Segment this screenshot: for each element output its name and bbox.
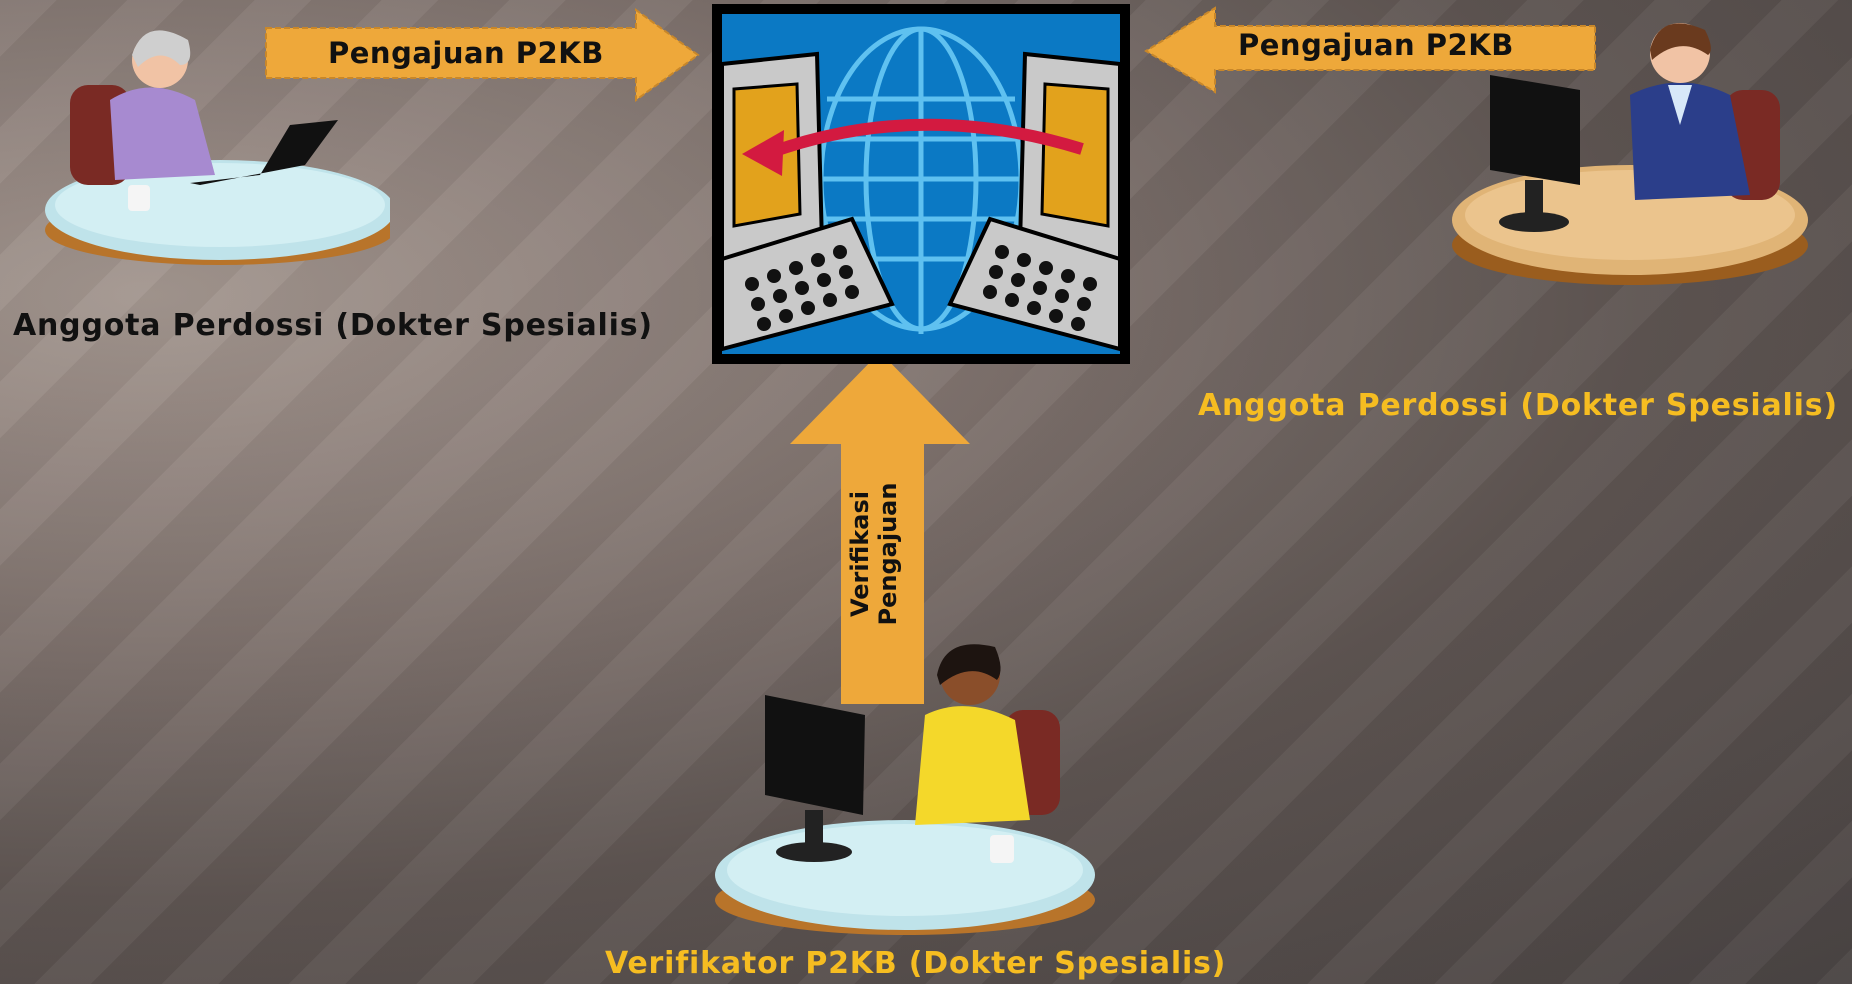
arrow-right-to-server	[1144, 6, 1596, 94]
arrow-left-to-server	[265, 8, 700, 102]
woman-at-computer-icon	[715, 644, 1095, 935]
arrow-verifier-to-server	[790, 352, 970, 704]
woman-at-laptop-icon	[45, 30, 390, 265]
arrow-up-label: Verifikasi Pengajuan	[846, 482, 902, 626]
arrow-right-label: Pengajuan P2KB	[1238, 28, 1514, 62]
right-actor-caption: Anggota Perdossi (Dokter Spesialis)	[1198, 388, 1838, 423]
network-computers-globe-icon	[712, 4, 1130, 364]
left-actor-caption: Anggota Perdossi (Dokter Spesialis)	[13, 308, 653, 343]
arrow-left-label: Pengajuan P2KB	[328, 36, 604, 70]
bottom-actor-caption: Verifikator P2KB (Dokter Spesialis)	[605, 946, 1227, 981]
man-at-computer-icon	[1452, 23, 1808, 285]
